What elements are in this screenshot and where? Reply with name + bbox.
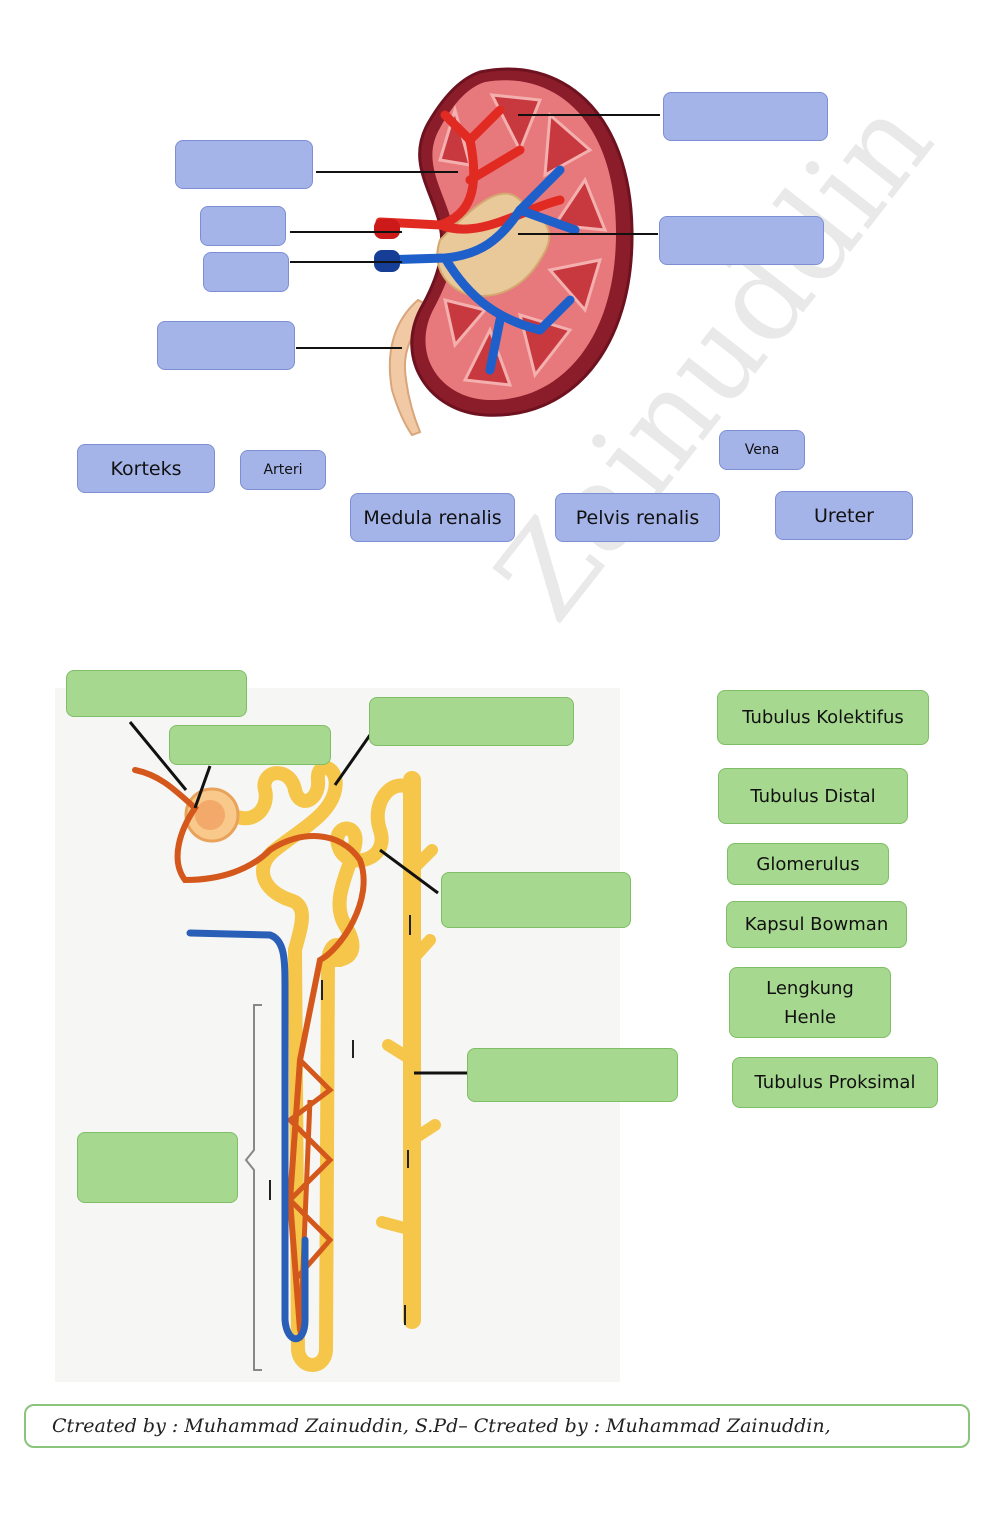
chip-tubulus-distal[interactable]: Tubulus Distal	[718, 768, 908, 824]
chip-kapsul-bowman[interactable]: Kapsul Bowman	[726, 901, 907, 948]
nephron-photo-bg	[55, 688, 620, 1382]
chip-arteri[interactable]: Arteri	[240, 450, 326, 490]
nephron-drop-4[interactable]	[441, 872, 631, 928]
chip-ureter[interactable]: Ureter	[775, 491, 913, 540]
nephron-diagram	[55, 688, 620, 1382]
pyramid-3	[552, 176, 608, 232]
kidney-leader-lines	[290, 114, 660, 349]
nephron-drop-5[interactable]	[467, 1048, 678, 1102]
leader-proximal	[333, 734, 372, 786]
glomerulus-ball	[195, 800, 225, 830]
kidney-drop-mid-right[interactable]	[659, 216, 824, 265]
renal-vein	[375, 165, 580, 375]
medulla-pyramids	[438, 93, 608, 387]
kidney-drop-left-2[interactable]	[200, 206, 286, 246]
pyramid-4	[547, 258, 603, 314]
kidney-diagram	[290, 67, 660, 437]
nephron-drop-6[interactable]	[77, 1132, 238, 1203]
proximal-tubule	[218, 760, 343, 957]
footer-credit: Ctreated by : Muhammad Zainuddin, S.Pd– …	[24, 1404, 970, 1448]
flow-arrows	[269, 915, 411, 1325]
kidney-drop-left-3[interactable]	[203, 252, 289, 292]
nephron-drop-1[interactable]	[66, 670, 247, 717]
venule	[186, 929, 309, 1343]
nephron-leader-lines	[128, 721, 468, 1075]
kidney-drop-left-1[interactable]	[175, 140, 313, 189]
renal-artery	[375, 105, 565, 234]
leader-glomerulus	[193, 765, 212, 809]
pyramid-6	[462, 326, 513, 387]
nephron-drop-2[interactable]	[169, 725, 331, 765]
chip-tubulus-proksimal[interactable]: Tubulus Proksimal	[732, 1057, 938, 1108]
chip-korteks[interactable]: Korteks	[77, 444, 215, 493]
chip-glomerulus[interactable]: Glomerulus	[727, 843, 889, 885]
kidney-drop-top-right[interactable]	[663, 92, 828, 141]
nephron-drop-3[interactable]	[369, 697, 574, 746]
chip-medula-renalis[interactable]: Medula renalis	[350, 493, 515, 542]
leader-bowman	[128, 721, 188, 791]
collecting-branches	[376, 844, 441, 1236]
chip-vena[interactable]: Vena	[719, 430, 805, 470]
henle-bracket	[244, 1004, 262, 1371]
distal-tubule	[328, 778, 419, 967]
chip-lengkung-henle[interactable]: Lengkung Henle	[729, 967, 891, 1038]
leader-distal	[379, 848, 439, 895]
pyramid-2	[543, 111, 593, 178]
pyramid-7	[443, 297, 488, 349]
chip-pelvis-renalis[interactable]: Pelvis renalis	[555, 493, 720, 542]
chip-tubulus-kolektifus[interactable]: Tubulus Kolektifus	[717, 690, 929, 745]
kidney-drop-left-4[interactable]	[157, 321, 295, 370]
